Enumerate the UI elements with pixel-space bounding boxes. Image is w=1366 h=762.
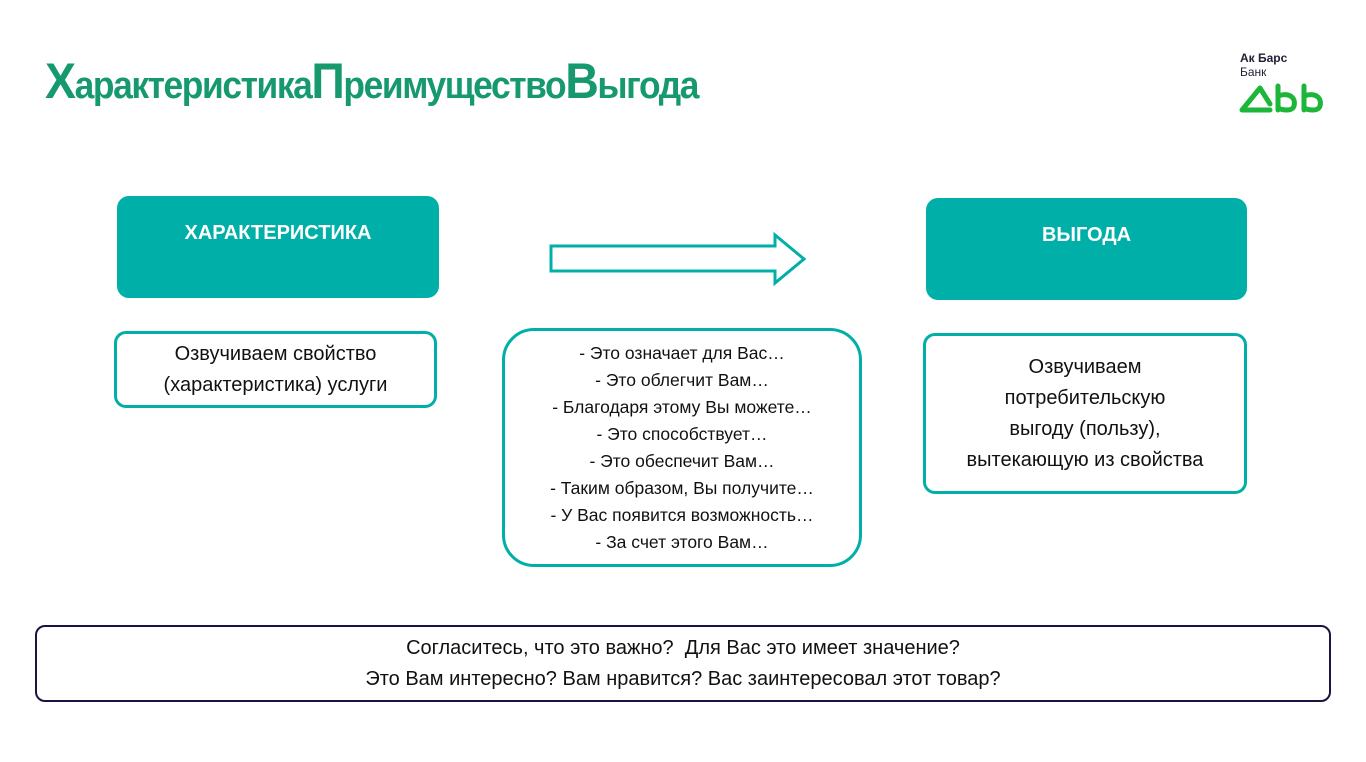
feature-label: ХАРАКТЕРИСТИКА bbox=[184, 222, 372, 244]
closing-questions-box: Согласитесь, что это важно? Для Вас это … bbox=[35, 625, 1331, 702]
bridge-phrase: - У Вас появится возможность… bbox=[550, 504, 814, 525]
closing-question: Согласитесь, что это важно? Для Вас это … bbox=[406, 636, 960, 659]
bridge-phrase: - Благодаря этому Вы можете… bbox=[552, 396, 812, 417]
bridge-phrase: - Таким образом, Вы получите… bbox=[550, 477, 814, 498]
title-initial: Х bbox=[45, 53, 76, 109]
bridge-phrase: - Это обеспечит Вам… bbox=[589, 450, 775, 471]
title-initial: П bbox=[311, 53, 344, 109]
feature-description: Озвучиваем свойство (характеристика) усл… bbox=[114, 331, 437, 408]
bridge-phrases-box: - Это означает для Вас… - Это облегчит В… bbox=[502, 328, 862, 567]
bridge-phrase: - За счет этого Вам… bbox=[595, 531, 769, 552]
title-text: реимущество bbox=[343, 65, 566, 107]
benefit-description-line: потребительскую bbox=[1004, 386, 1166, 409]
benefit-description-line: выгоду (пользу), bbox=[1009, 417, 1161, 440]
title-text: ыгода bbox=[597, 65, 699, 107]
bridge-phrase: - Это означает для Вас… bbox=[579, 342, 785, 363]
benefit-description-line: Озвучиваем bbox=[1028, 355, 1142, 378]
logo: Ак Барс Банк bbox=[1238, 52, 1328, 118]
logo-line1: Ак Барс bbox=[1240, 51, 1288, 65]
title-text: арактеристика bbox=[74, 65, 313, 107]
benefit-description-line: вытекающую из свойства bbox=[966, 448, 1204, 471]
benefit-header: ВЫГОДА bbox=[926, 198, 1247, 300]
closing-question: Это Вам интересно? Вам нравится? Вас заи… bbox=[365, 667, 1001, 690]
benefit-label: ВЫГОДА bbox=[1041, 224, 1132, 246]
logo-mark-icon bbox=[1239, 83, 1323, 113]
arrow-right-icon bbox=[549, 232, 807, 287]
bridge-phrase: - Это облегчит Вам… bbox=[595, 369, 769, 390]
logo-line2: Банк bbox=[1240, 65, 1267, 79]
feature-header: ХАРАКТЕРИСТИКА bbox=[117, 196, 439, 298]
title-initial: В bbox=[565, 53, 599, 109]
feature-description-text: Озвучиваем свойство (характеристика) усл… bbox=[163, 342, 388, 396]
bridge-phrase: - Это способствует… bbox=[596, 423, 768, 444]
page-title: ХарактеристикаПреимуществоВыгода bbox=[45, 52, 699, 110]
benefit-description: Озвучиваем потребительскую выгоду (польз… bbox=[923, 333, 1247, 494]
